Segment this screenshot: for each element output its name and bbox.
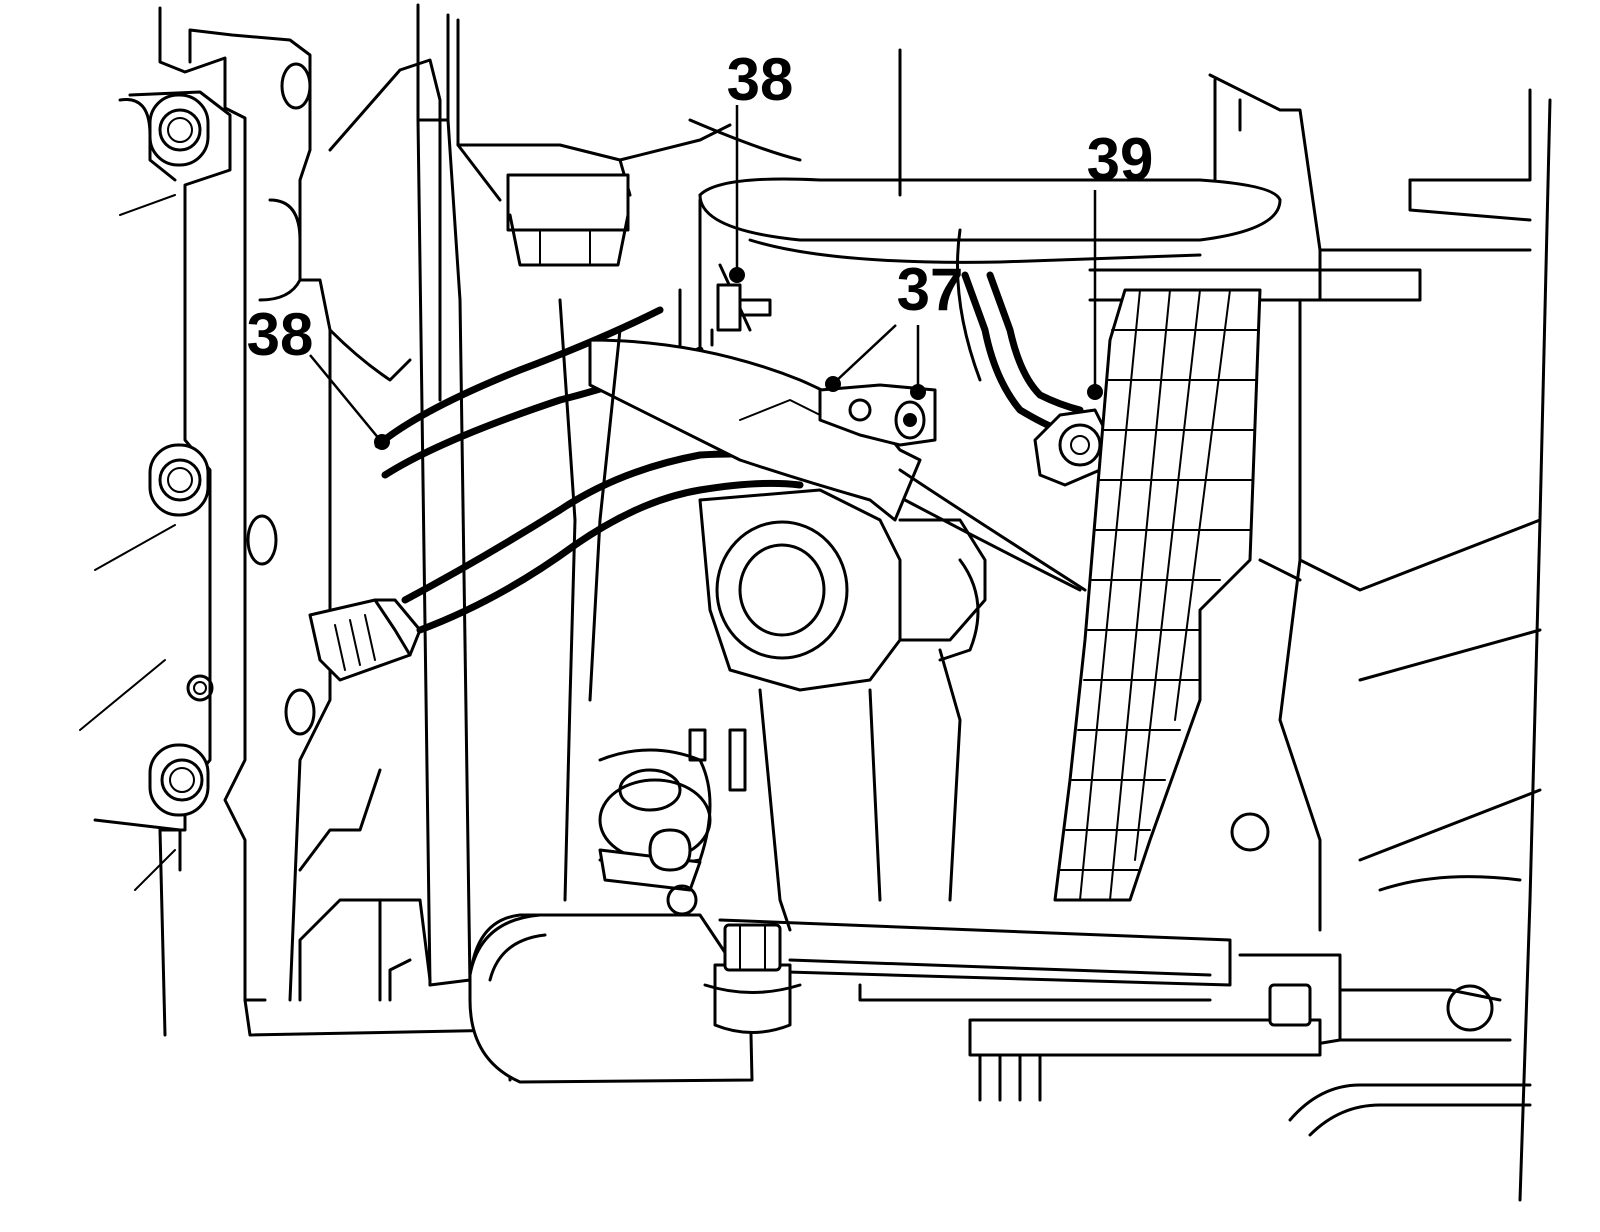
oil-pan-bottom	[243, 812, 1532, 1137]
drain-bolt	[703, 923, 802, 1034]
vertical-shaft	[416, 3, 472, 987]
sensor-pin	[710, 283, 772, 347]
flange-bolt-top	[148, 93, 210, 167]
callout-37: 37	[897, 256, 964, 323]
connector-block	[818, 383, 937, 447]
pump-body	[698, 488, 987, 692]
filter-housing	[456, 18, 902, 202]
flat-strap	[588, 338, 1087, 592]
upper-rail	[1088, 73, 1532, 302]
callout-38-left: 38	[247, 301, 314, 368]
callout-38-top: 38	[727, 46, 794, 113]
flange-bolt-middle	[148, 443, 210, 517]
right-frame	[1258, 98, 1552, 1202]
hex-plug	[506, 173, 630, 267]
return-pipe	[961, 271, 1084, 434]
flange-bolt-bottom	[148, 743, 210, 817]
oil-pan-flange	[79, 6, 312, 1037]
filter-cap	[678, 78, 1282, 382]
callout-39: 39	[1087, 126, 1154, 193]
hose-coupling	[308, 598, 422, 682]
callout-leaders	[309, 105, 1103, 450]
inner-housing	[258, 58, 442, 1002]
flange-holes	[186, 62, 316, 736]
filter-element	[1053, 288, 1262, 902]
lower-support	[558, 298, 962, 932]
